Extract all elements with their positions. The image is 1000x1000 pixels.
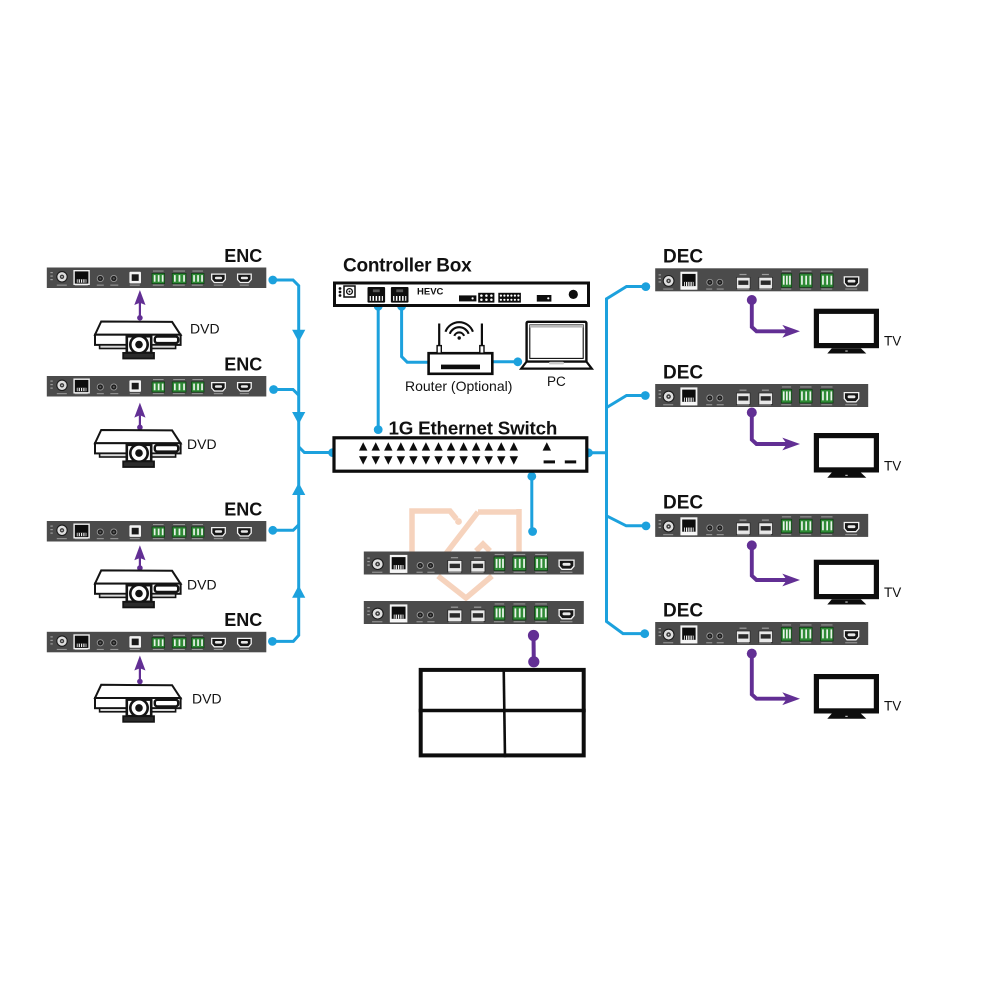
svg-text:TV: TV (884, 699, 901, 714)
svg-text:ENC: ENC (224, 246, 262, 266)
svg-text:DEC: DEC (663, 600, 703, 621)
svg-text:DVD: DVD (192, 690, 222, 706)
svg-text:DEC: DEC (663, 492, 703, 513)
svg-text:HEVC: HEVC (417, 286, 444, 297)
svg-text:DVD: DVD (190, 321, 220, 337)
svg-text:TV: TV (884, 585, 901, 600)
svg-text:TV: TV (884, 458, 901, 473)
svg-text:TV: TV (884, 334, 901, 349)
svg-text:ENC: ENC (224, 354, 262, 374)
svg-text:1G Ethernet Switch: 1G Ethernet Switch (389, 417, 558, 438)
svg-text:PC: PC (547, 374, 566, 389)
svg-text:ENC: ENC (224, 610, 262, 630)
svg-text:DVD: DVD (187, 577, 217, 593)
svg-text:DEC: DEC (663, 247, 703, 268)
svg-text:DEC: DEC (663, 362, 703, 383)
svg-text:Router (Optional): Router (Optional) (405, 378, 512, 394)
svg-text:Controller Box: Controller Box (343, 256, 472, 277)
svg-text:ENC: ENC (224, 499, 262, 519)
svg-text:DVD: DVD (187, 436, 217, 452)
